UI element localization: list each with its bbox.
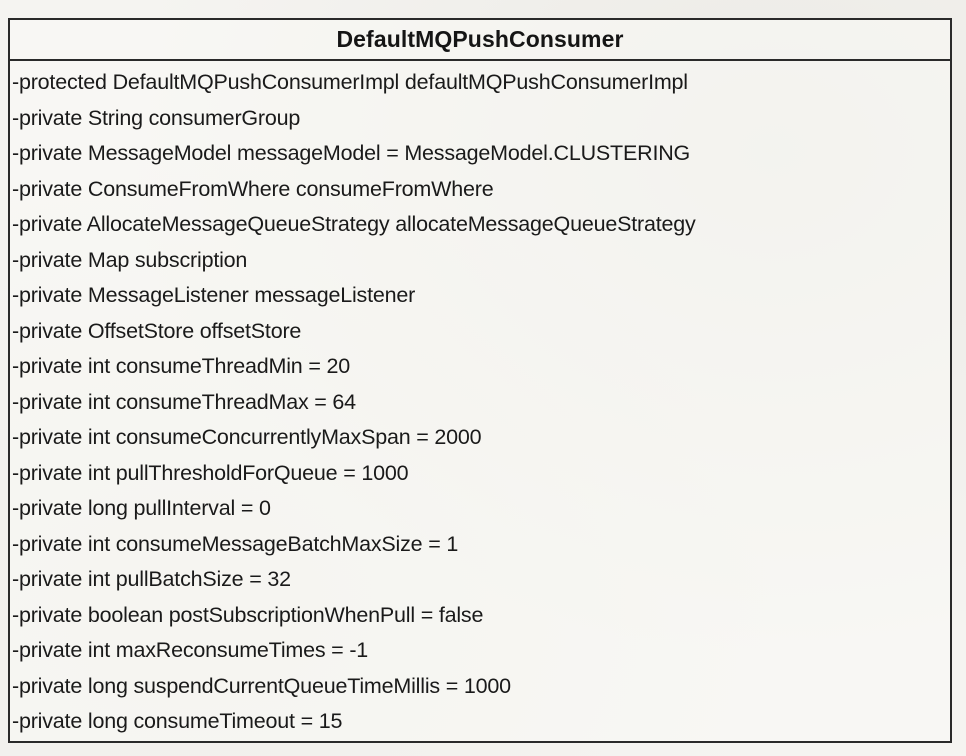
attribute-consume-timeout: -private long consumeTimeout = 15 (12, 709, 343, 733)
attribute-pull-threshold-for-queue: -private int pullThresholdForQueue = 100… (12, 460, 409, 485)
attribute-message-listener: -private MessageListener messageListener (12, 283, 416, 307)
class-header: DefaultMQPushConsumer (10, 20, 950, 61)
attribute-default-mq-push-consumer-impl: -protected DefaultMQPushConsumerImpl def… (12, 70, 688, 94)
attribute-max-reconsume-times: -private int maxReconsumeTimes = -1 (12, 638, 369, 662)
attribute-consume-message-batch-max-size: -private int consumeMessageBatchMaxSize … (12, 531, 459, 556)
attribute-pull-batch-size: -private int pullBatchSize = 32 (12, 567, 291, 591)
attribute-consume-concurrently-max-span: -private int consumeConcurrentlyMaxSpan … (12, 425, 482, 449)
class-name: DefaultMQPushConsumer (336, 26, 624, 52)
attribute-pull-interval: -private long pullInterval = 0 (12, 496, 271, 520)
attribute-consumer-group: -private String consumerGroup (12, 105, 301, 130)
attribute-list: -protected DefaultMQPushConsumerImpl def… (10, 61, 950, 740)
attribute-subscription: -private Map subscription (12, 247, 248, 272)
attribute-suspend-current-queue-time-millis: -private long suspendCurrentQueueTimeMil… (12, 673, 511, 698)
attribute-allocate-message-queue-strategy: -private AllocateMessageQueueStrategy al… (12, 212, 696, 236)
uml-class-box: DefaultMQPushConsumer -protected Default… (8, 18, 952, 743)
attribute-offset-store: -private OffsetStore offsetStore (12, 318, 302, 343)
attribute-consume-thread-max: -private int consumeThreadMax = 64 (12, 389, 356, 414)
attribute-post-subscription-when-pull: -private boolean postSubscriptionWhenPul… (12, 602, 484, 627)
attribute-message-model: -private MessageModel messageModel = Mes… (12, 141, 691, 165)
attribute-consume-thread-min: -private int consumeThreadMin = 20 (12, 354, 350, 378)
attribute-consume-from-where: -private ConsumeFromWhere consumeFromWhe… (12, 176, 494, 201)
